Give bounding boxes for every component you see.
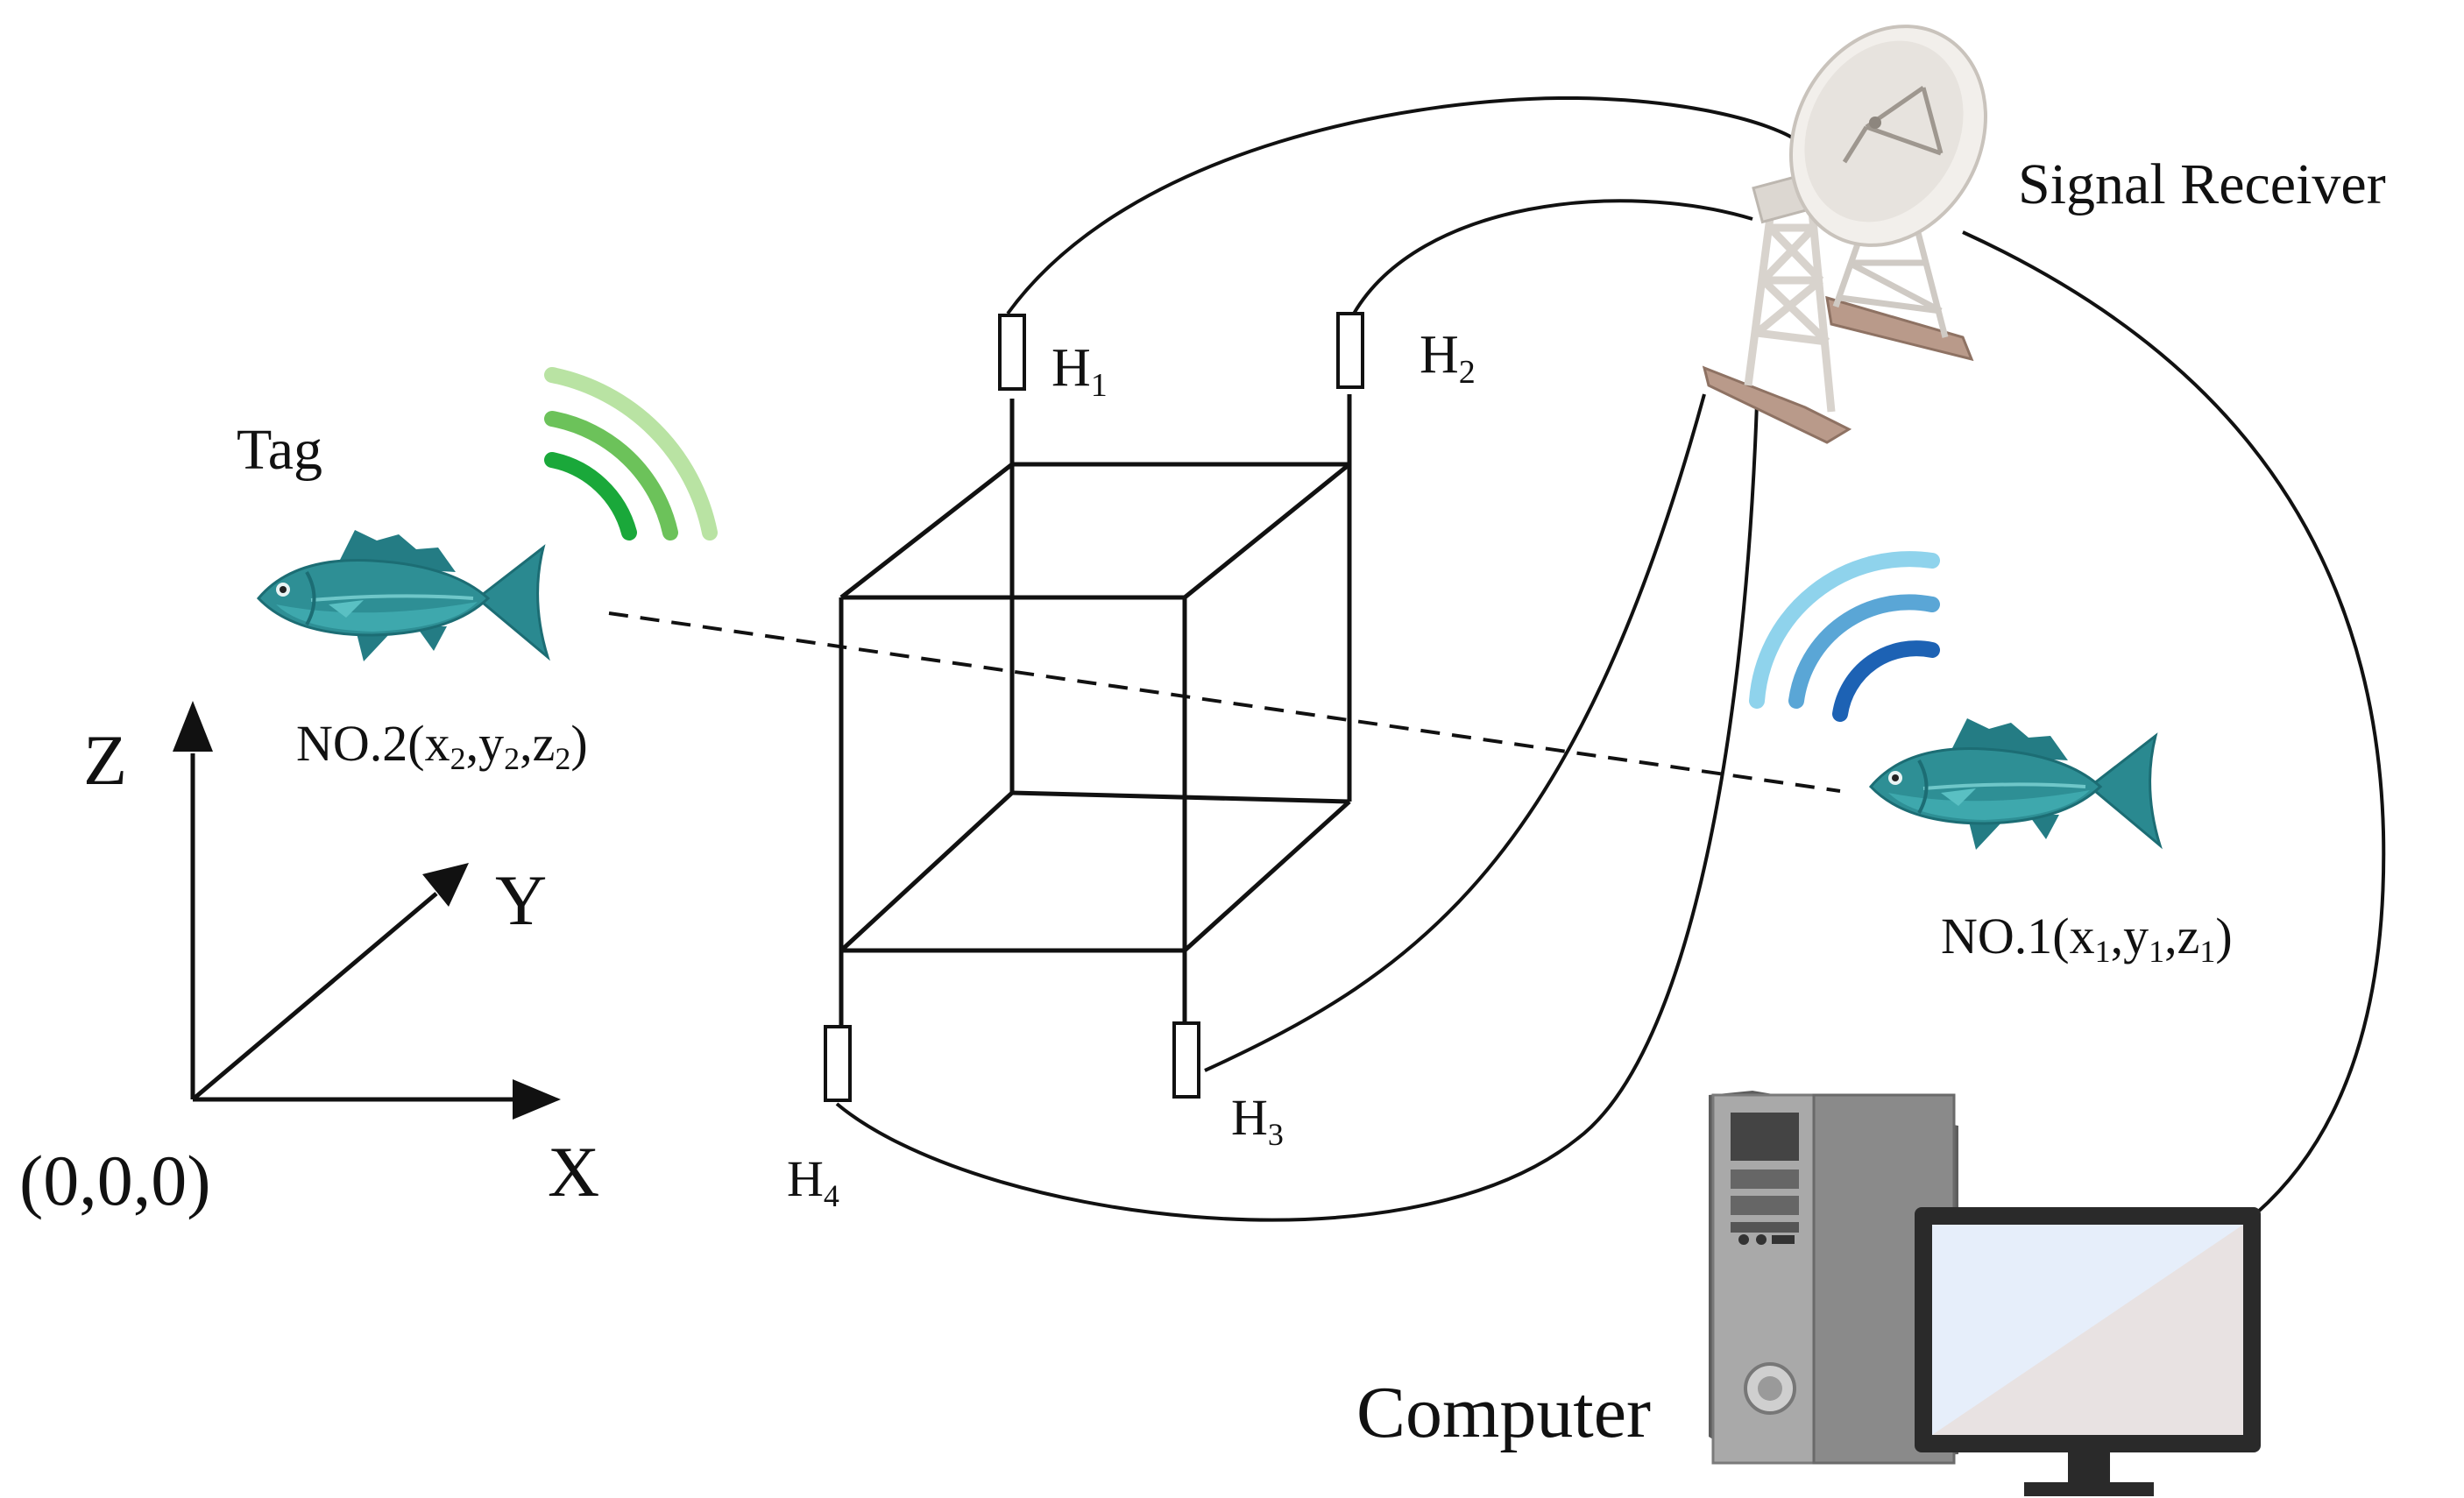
cable-h1-receiver	[1006, 95, 1798, 315]
axis-x-label: X	[548, 1132, 599, 1212]
fish-no1-coordinates: NO.1(x1,y1,z1)	[1941, 908, 2233, 969]
tag-label: Tag	[237, 418, 322, 482]
cable-h2-receiver	[1352, 199, 1753, 315]
computer-label: Computer	[1356, 1372, 1651, 1453]
hydrophone-h3	[1172, 1021, 1200, 1099]
hydrophone-h1	[998, 314, 1026, 391]
label-h3: H3	[1231, 1089, 1284, 1152]
signal-receiver-icon	[1702, 25, 1987, 444]
hydrophone-cube	[839, 394, 1352, 1029]
label-h4: H4	[787, 1150, 839, 1213]
signal-receiver-label: Signal Receiver	[2018, 152, 2386, 216]
dashed-link-line	[608, 611, 1841, 793]
signal-waves-blue-icon	[1749, 551, 1940, 722]
fish-no2-icon	[257, 528, 549, 663]
origin-label: (0,0,0)	[19, 1141, 211, 1220]
fish-no1-icon	[1869, 717, 2162, 851]
connecting-cables	[835, 95, 2386, 1222]
label-h2: H2	[1420, 325, 1476, 391]
hydrophone-h4	[824, 1025, 852, 1102]
cable-h4-receiver	[835, 402, 1759, 1222]
axis-z-label: Z	[83, 720, 127, 800]
coordinate-axes	[173, 701, 561, 1120]
axis-y-label: Y	[495, 860, 547, 940]
fish-no2-coordinates: NO.2(x2,y2,z2)	[296, 715, 588, 776]
label-h1: H1	[1051, 338, 1108, 404]
cable-receiver-computer	[1962, 230, 2386, 1215]
hydrophone-h2	[1336, 312, 1364, 389]
cable-h3-receiver	[1204, 393, 1706, 1072]
computer-icon	[1709, 1091, 2261, 1496]
signal-waves-green-icon	[544, 367, 718, 541]
